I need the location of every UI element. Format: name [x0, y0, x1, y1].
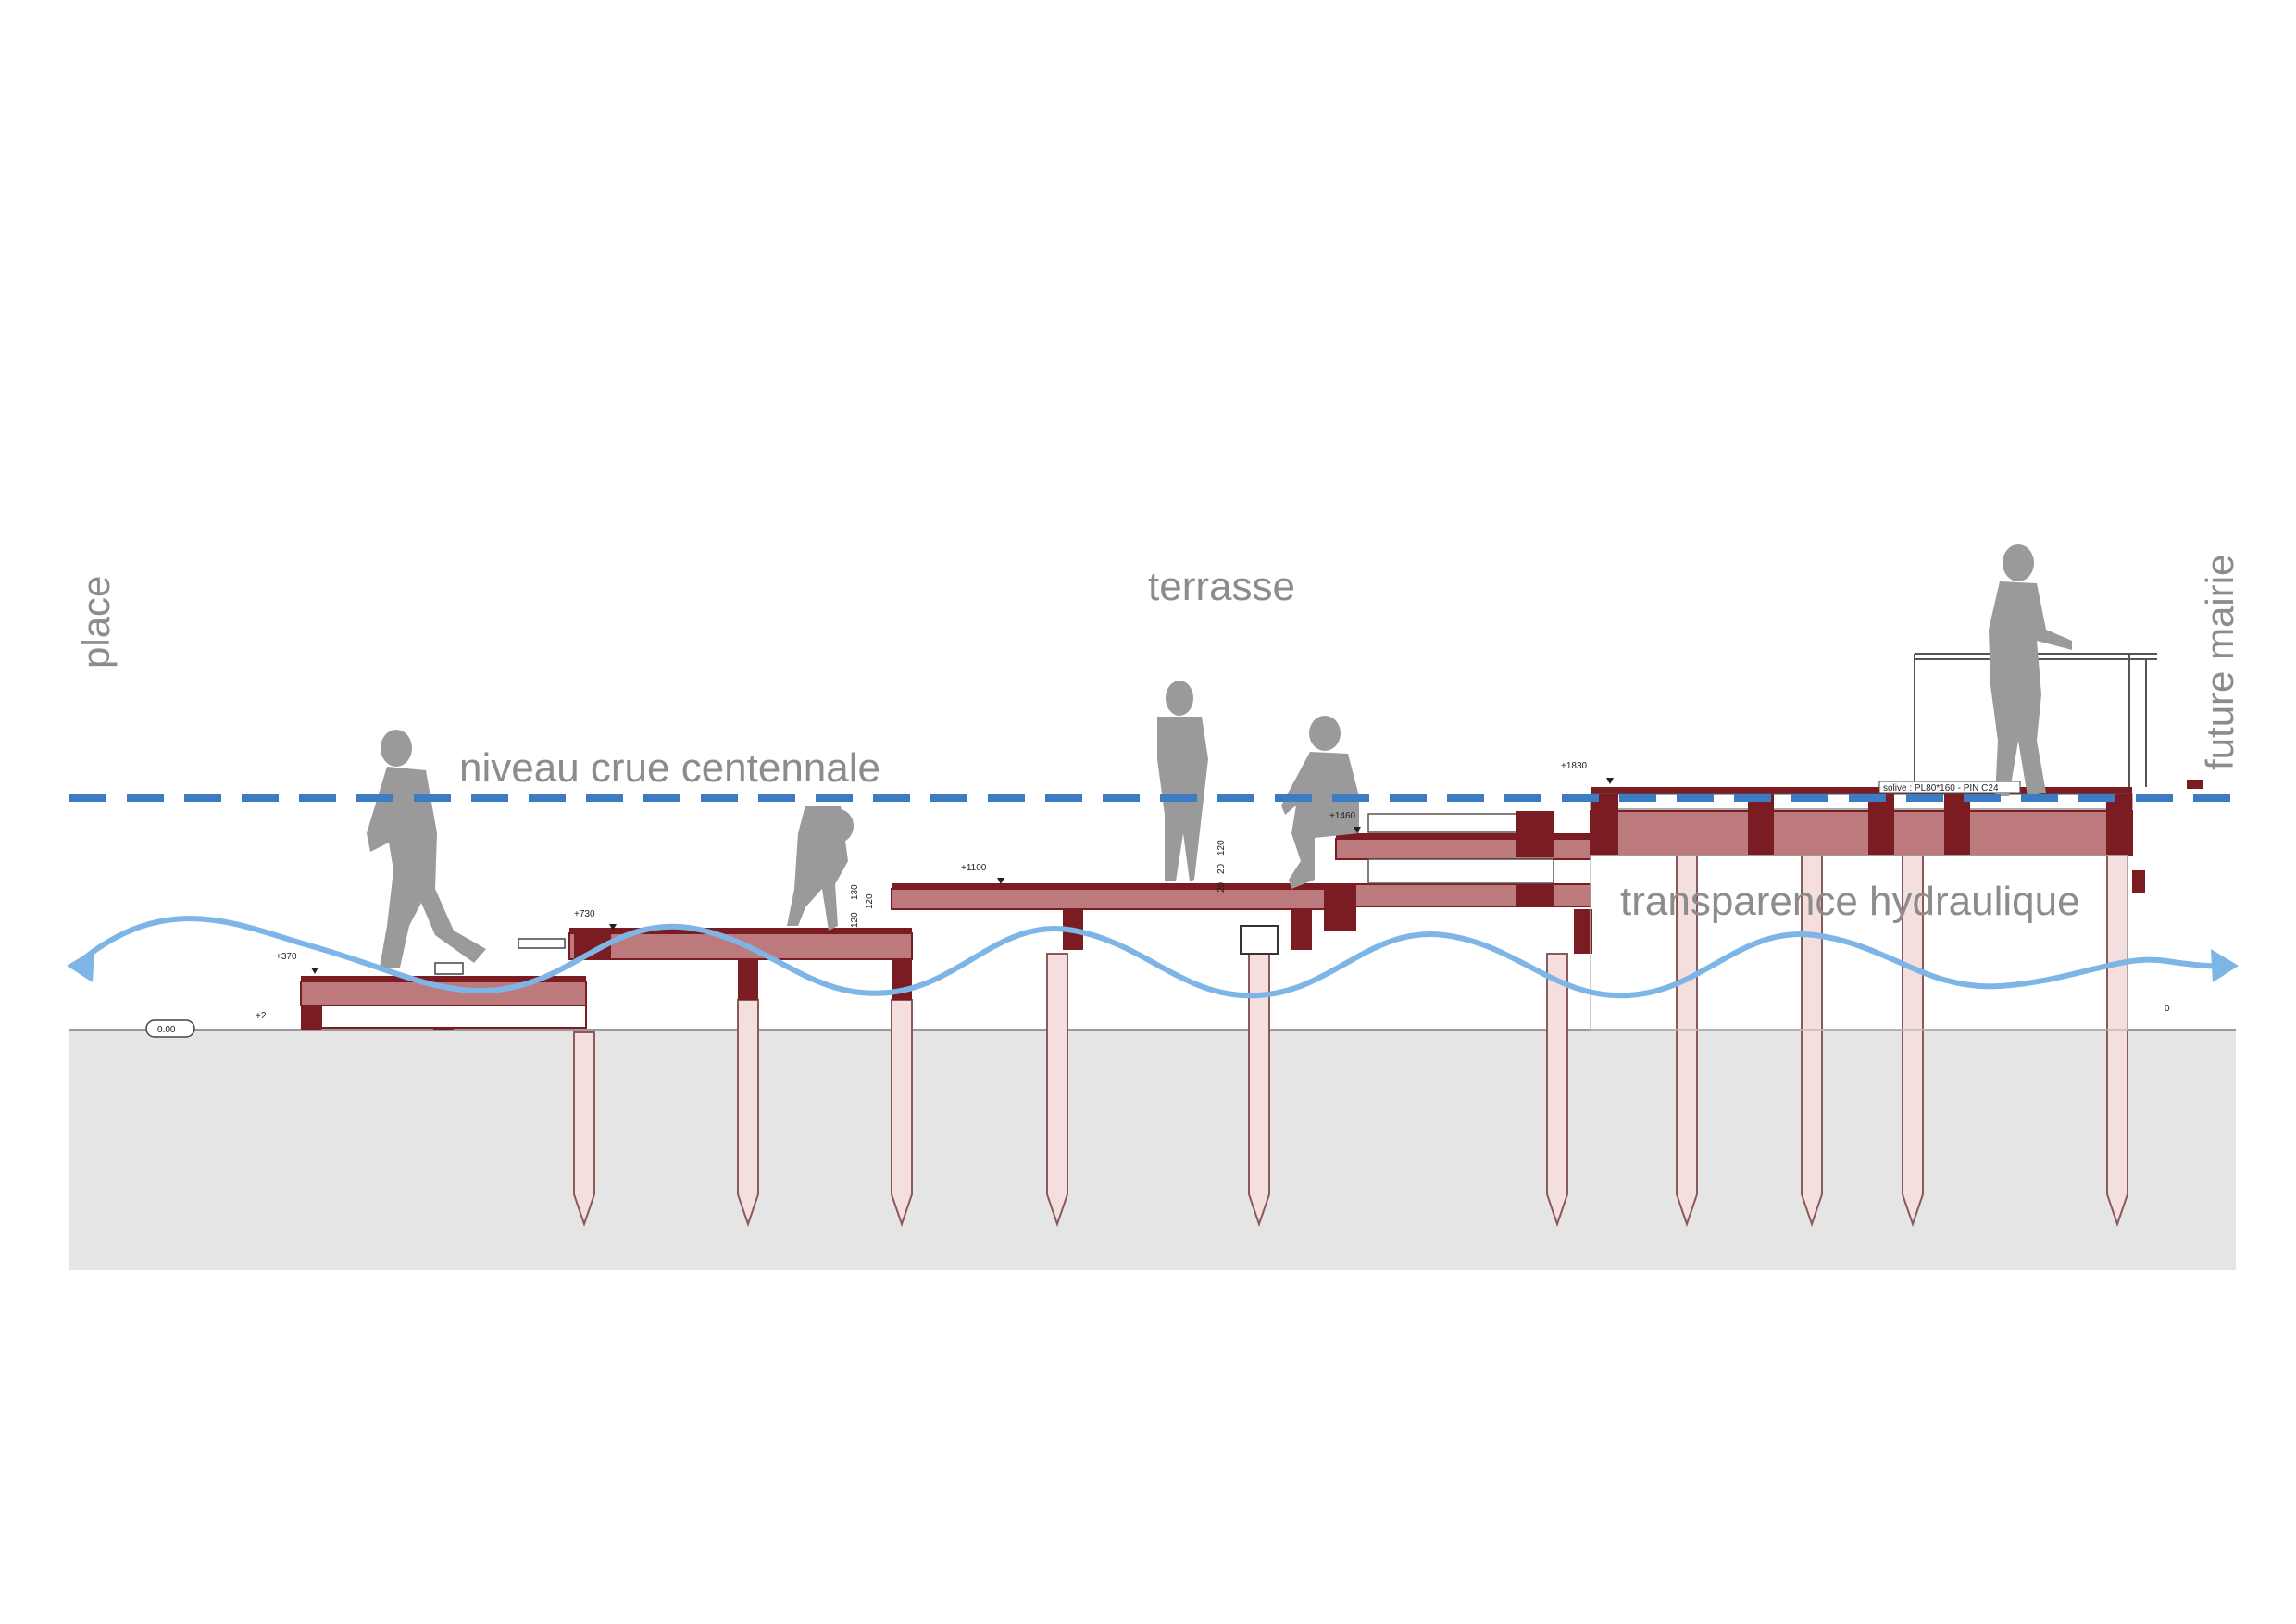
deck-board: [1336, 833, 1591, 839]
elevation-label: +730: [574, 909, 595, 919]
human-figure-standing: [1157, 681, 1208, 881]
post-block: [1516, 884, 1554, 907]
edge-block: [2187, 780, 2203, 789]
step-nosing: [434, 938, 566, 975]
label-hydraulic-transparency: transparence hydraulique: [1620, 879, 2080, 924]
bench-slats: [1367, 858, 1554, 884]
level-marker-icons: [311, 778, 1614, 974]
dimension-label: 120: [850, 912, 860, 928]
dimension-label: 120: [1217, 840, 1227, 856]
elevation-label: 0: [2165, 1004, 2170, 1014]
label-future-mairie: future mairie: [2198, 555, 2241, 770]
deck-beam: [891, 888, 1337, 910]
label-flood-level: niveau crue centennale: [459, 745, 880, 791]
deck-level-3: [891, 883, 1337, 955]
post-block: [1324, 884, 1356, 931]
human-figure-seated: [1281, 716, 1359, 889]
post-block: [1574, 909, 1592, 954]
label-terrasse: terrasse: [1148, 564, 1295, 609]
dimension-label: 130: [850, 884, 860, 900]
dimension-label: 20: [1217, 881, 1227, 893]
pile: [2106, 846, 2128, 1228]
human-figure-bending: [787, 806, 854, 931]
deck-board: [301, 976, 586, 981]
arrow-left-icon: [67, 949, 94, 982]
svg-text:solive : PL80*160 - PIN C24: solive : PL80*160 - PIN C24: [1883, 783, 1999, 793]
elevation-label: +1100: [961, 863, 987, 873]
elevation-label: +1830: [1561, 761, 1588, 771]
pile: [1248, 930, 1270, 1228]
elevation-label: +370: [276, 952, 297, 962]
post-block: [1868, 794, 1894, 856]
deck-beam: [1590, 810, 2133, 856]
pile: [737, 999, 759, 1228]
deck-level-4: [1324, 811, 1592, 954]
post-block: [301, 1006, 321, 1030]
structure-void: [1590, 855, 2128, 1031]
dimension-label: 120: [865, 893, 875, 909]
edge-block: [2132, 870, 2145, 893]
post-block: [1516, 811, 1554, 857]
deck-level-1: [300, 976, 587, 1030]
pile: [1546, 953, 1568, 1228]
human-figure-railing: [1989, 544, 2072, 796]
post-block: [1944, 794, 1970, 856]
deck-board: [1591, 787, 2132, 794]
post-block: [2106, 794, 2132, 856]
joist-annotation: solive : PL80*160 - PIN C24: [1878, 781, 2021, 793]
elevation-label: +1460: [1329, 811, 1356, 821]
pile: [891, 999, 913, 1228]
deck-board: [892, 883, 1336, 889]
sleeper: [320, 1005, 587, 1029]
svg-text:0.00: 0.00: [157, 1025, 176, 1035]
hydraulic-wave: [77, 916, 2232, 999]
post-block: [1292, 909, 1312, 950]
dimension-label: 20: [1217, 863, 1227, 874]
human-figure-walking: [367, 730, 486, 968]
beam-end: [1240, 925, 1279, 955]
post-block: [1748, 794, 1774, 856]
elevation-label: +2: [256, 1011, 267, 1021]
label-place: place: [74, 576, 118, 668]
pile: [1046, 953, 1068, 1228]
post-block: [738, 959, 758, 1000]
arrow-right-icon: [2211, 949, 2239, 982]
post-block: [1591, 794, 1618, 856]
pile: [573, 1031, 595, 1228]
ground-elevation-tag: 0.00: [145, 1019, 195, 1038]
deck-board: [569, 928, 912, 933]
ground-section: [69, 1030, 2236, 1270]
